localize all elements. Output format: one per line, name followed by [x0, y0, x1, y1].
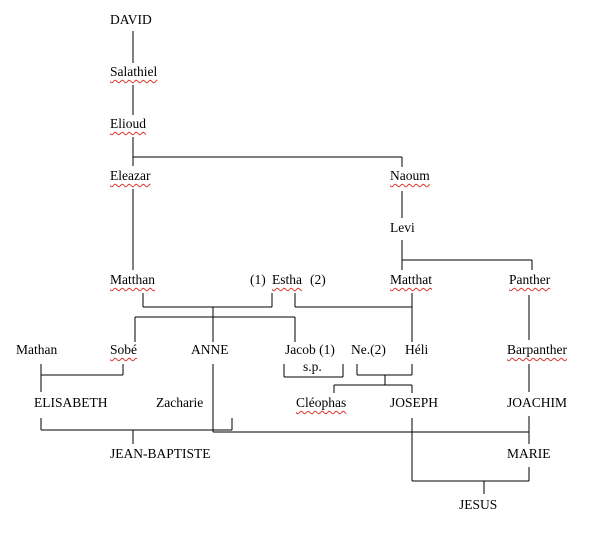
person-elioud: Elioud [110, 116, 146, 131]
person-joachim: JOACHIM [507, 395, 568, 410]
marriage-order-2: (2) [310, 272, 326, 287]
person-anne: ANNE [191, 342, 229, 357]
person-eleazar: Eleazar [110, 168, 151, 183]
person-barpanther: Barpanther [507, 342, 567, 357]
person-naoum: Naoum [390, 168, 430, 183]
person-marie: MARIE [507, 446, 551, 461]
marriage-order-1: (1) [250, 272, 266, 287]
person-zacharie: Zacharie [156, 395, 204, 410]
person-elisabeth: ELISABETH [34, 395, 108, 410]
person-heli: Héli [405, 342, 429, 357]
person-jacob: Jacob (1) [285, 342, 335, 357]
person-matthat: Matthat [390, 272, 432, 287]
person-estha: Estha [272, 272, 302, 287]
person-cleophas: Cléophas [296, 395, 347, 410]
person-joseph: JOSEPH [390, 395, 439, 410]
jacob-note-sp: s.p. [303, 359, 322, 374]
person-panther: Panther [509, 272, 551, 287]
person-salathiel: Salathiel [110, 64, 158, 79]
person-david: DAVID [110, 12, 152, 27]
person-mathan: Mathan [16, 342, 58, 357]
person-matthan: Matthan [110, 272, 155, 287]
person-ne: Ne.(2) [351, 342, 386, 357]
person-jesus: JESUS [459, 497, 498, 512]
person-sobe: Sobé [110, 342, 137, 357]
person-jean-baptiste: JEAN-BAPTISTE [110, 446, 211, 461]
person-levi: Levi [390, 220, 415, 235]
